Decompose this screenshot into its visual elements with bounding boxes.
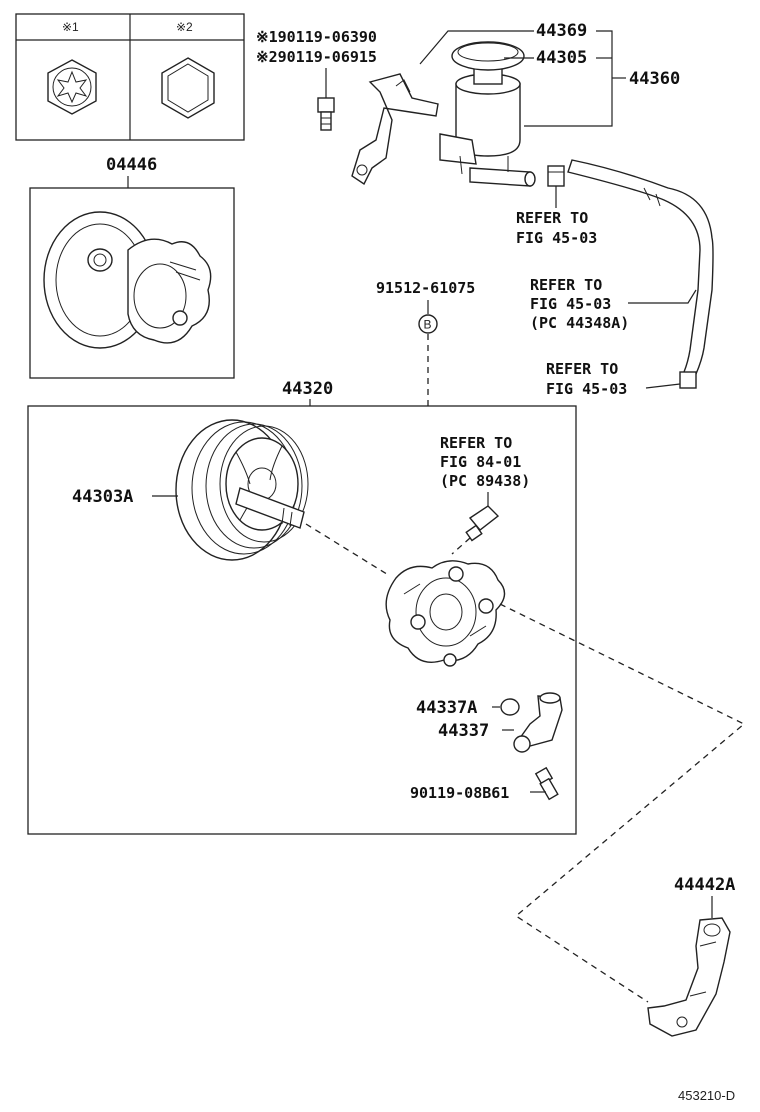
oil-reservoir xyxy=(439,41,536,187)
refer-note-2-line-2: FIG 45-03 xyxy=(530,295,611,313)
part-label-44337: 44337 xyxy=(438,721,489,741)
refer-note-2-line-1: REFER TO xyxy=(530,276,602,294)
refer-note-4-line-2: FIG 84-01 xyxy=(440,453,521,471)
pump-shaft xyxy=(235,487,305,529)
bolt-type-legend: ※1 ※2 xyxy=(15,13,245,141)
part-label-44369: 44369 xyxy=(536,21,587,41)
refer-note-1-line-1: REFER TO xyxy=(516,209,588,227)
bolt-1-part-number: ※190119-06390 xyxy=(256,28,377,46)
o-ring xyxy=(500,698,520,716)
reservoir-bracket xyxy=(351,73,439,186)
marker-b-label: B xyxy=(424,318,432,332)
pump-assembly-box xyxy=(27,405,577,835)
torx-nut-icon xyxy=(47,59,97,115)
part-label-44303A: 44303A xyxy=(72,487,133,507)
refer-note-4-line-3: (PC 89438) xyxy=(440,472,530,490)
part-label-90119-08B61: 90119-08B61 xyxy=(410,784,509,802)
hose-end-fitting xyxy=(679,371,697,389)
repair-kit-box xyxy=(29,187,235,379)
vane-pump-body xyxy=(385,560,506,667)
refer-note-2-line-3: (PC 44348A) xyxy=(530,314,629,332)
refer-note-1-line-2: FIG 45-03 xyxy=(516,229,597,247)
part-label-44337A: 44337A xyxy=(416,698,477,718)
hex-nut-icon xyxy=(161,57,215,119)
part-label-44320: 44320 xyxy=(282,379,333,399)
return-hose xyxy=(567,159,714,375)
legend-mark-2: ※2 xyxy=(176,20,193,34)
refer-note-3-line-2: FIG 45-03 xyxy=(546,380,627,398)
part-label-44360: 44360 xyxy=(629,69,680,89)
pump-pulley xyxy=(175,419,309,561)
part-label-91512-61075: 91512-61075 xyxy=(376,279,475,297)
seal-kit-drawing xyxy=(43,211,212,349)
hose-clamp xyxy=(547,165,565,187)
union-bolt xyxy=(534,766,559,801)
reservoir-cap xyxy=(451,41,525,71)
figure-id: 453210-D xyxy=(678,1088,735,1103)
bracket-bolt xyxy=(317,97,335,131)
part-label-44305: 44305 xyxy=(536,48,587,68)
pressure-switch xyxy=(465,505,500,542)
legend-mark-1: ※1 xyxy=(62,20,79,34)
union-fitting xyxy=(513,692,563,753)
refer-note-3-line-1: REFER TO xyxy=(546,360,618,378)
marker-b: B xyxy=(418,314,438,334)
bolt-2-part-number: ※290119-06915 xyxy=(256,48,377,66)
refer-note-4-line-1: REFER TO xyxy=(440,434,512,452)
part-label-04446: 04446 xyxy=(106,155,157,175)
part-label-44442A: 44442A xyxy=(674,875,735,895)
pump-bracket xyxy=(647,917,731,1037)
